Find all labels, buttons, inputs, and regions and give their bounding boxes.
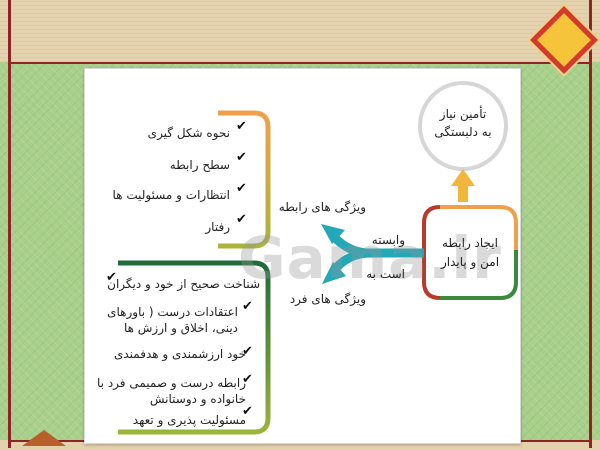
check-icon: ✔	[242, 372, 253, 387]
check-icon: ✔	[236, 119, 247, 134]
center-node-bottom-border	[440, 250, 518, 300]
watermark: Gama.ir	[238, 224, 502, 292]
relationship-item: نحوه شکل گیری	[147, 126, 230, 140]
fork-lower-arrow-icon	[322, 262, 346, 284]
individual-item-line1: اعتقادات درست ( باورهای	[107, 305, 238, 319]
bottom-band	[0, 440, 600, 450]
up-arrow-stem	[458, 184, 468, 202]
individual-item-line2: خانواده و دوستانش	[149, 392, 246, 406]
center-node-top-border	[440, 205, 518, 250]
check-icon: ✔	[242, 299, 253, 314]
relationship-branch-label: ویژگی های رابطه	[278, 200, 366, 214]
check-icon: ✔	[242, 344, 253, 359]
individual-bracket	[118, 260, 271, 435]
center-node-line2: امن و پایدار	[440, 255, 500, 269]
relationship-item: انتظارات و مسئولیت ها	[112, 188, 230, 202]
center-node-line1: ایجاد رابطه	[442, 236, 498, 250]
circle-node-line2: به دلبستگی	[434, 125, 492, 139]
relationship-item: رفتار	[205, 220, 230, 234]
connector-line2: است به	[366, 267, 405, 281]
relationship-bracket	[218, 110, 271, 249]
check-icon: ✔	[106, 270, 117, 285]
fork-upper-arrow-icon	[321, 224, 345, 244]
check-icon: ✔	[236, 150, 247, 165]
up-arrow-icon	[451, 169, 475, 186]
triangle-ornament-icon	[22, 430, 66, 446]
connector-line1: وابسته	[371, 233, 405, 247]
check-icon: ✔	[242, 404, 253, 419]
relationship-item: سطح رابطه	[169, 158, 230, 172]
check-icon: ✔	[236, 181, 247, 196]
top-band	[0, 0, 600, 62]
circle-node-line1: تأمین نیاز	[439, 107, 487, 121]
individual-item-line1: شناخت صحیح از خود و دیگران	[107, 277, 260, 291]
individual-item-line1: رابطه درست و صمیمی فرد با	[97, 376, 246, 390]
individual-branch-label: ویژگی های فرد	[289, 292, 366, 306]
individual-item-line2: دینی، اخلاق و ارزش ها	[123, 321, 238, 335]
check-icon: ✔	[236, 212, 247, 227]
slide-frame	[8, 0, 592, 448]
individual-item-line1: خود ارزشمندی و هدفمندی	[113, 347, 246, 361]
individual-item-line1: مسئولیت پذیری و تعهد	[132, 413, 246, 427]
frame-top-line	[8, 62, 592, 64]
fork-lower-line	[332, 248, 371, 272]
